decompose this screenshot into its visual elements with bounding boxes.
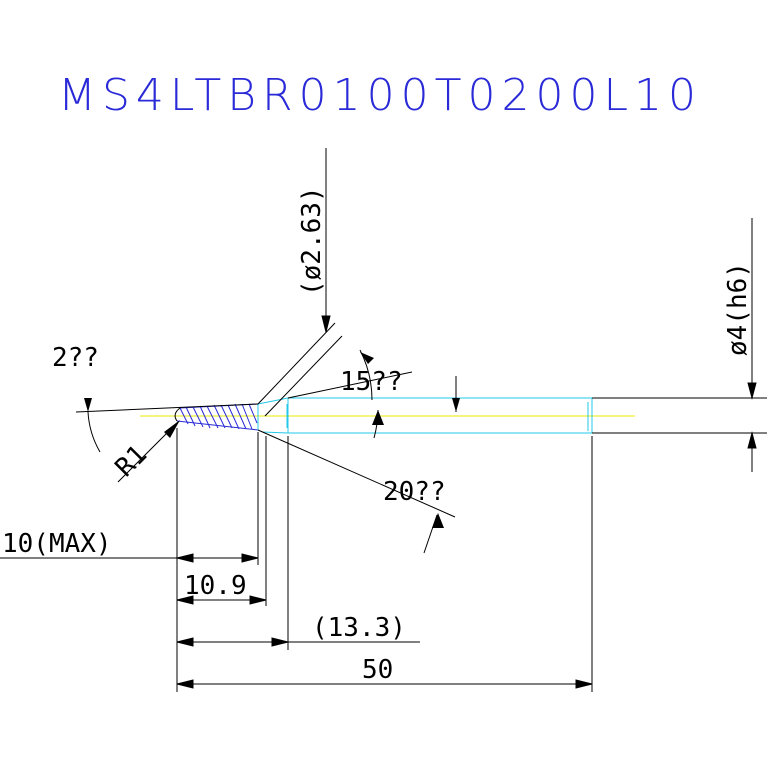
- shank-diameter-dim: [747, 218, 757, 472]
- radius-label: R1: [110, 440, 153, 483]
- effective-length-label: 10(MAX): [2, 529, 112, 559]
- shank-diameter-label: ø4(h6): [723, 262, 753, 356]
- neck-diameter-label: (ø2.63): [297, 186, 327, 296]
- radius-leader: [117, 421, 179, 483]
- tool-body: [257, 397, 593, 434]
- tip-angle-label: 2??: [52, 343, 99, 373]
- length-1-label: 10.9: [184, 571, 247, 601]
- extension-lines: [176, 428, 593, 692]
- relief-angle-label: 20??: [383, 477, 446, 507]
- tip-hatch: [176, 403, 259, 431]
- part-number-title: MS4LTBR0100T0200L10: [58, 70, 702, 121]
- shank-outline: [592, 397, 767, 434]
- tip-radius-arc: [174, 407, 181, 422]
- neck-angle-label: 15??: [340, 367, 403, 397]
- length-2-label: (13.3): [312, 613, 406, 643]
- overall-length-label: 50: [362, 655, 393, 685]
- neck-diameter-dim: [321, 148, 331, 333]
- length-dim-lines: [0, 553, 593, 689]
